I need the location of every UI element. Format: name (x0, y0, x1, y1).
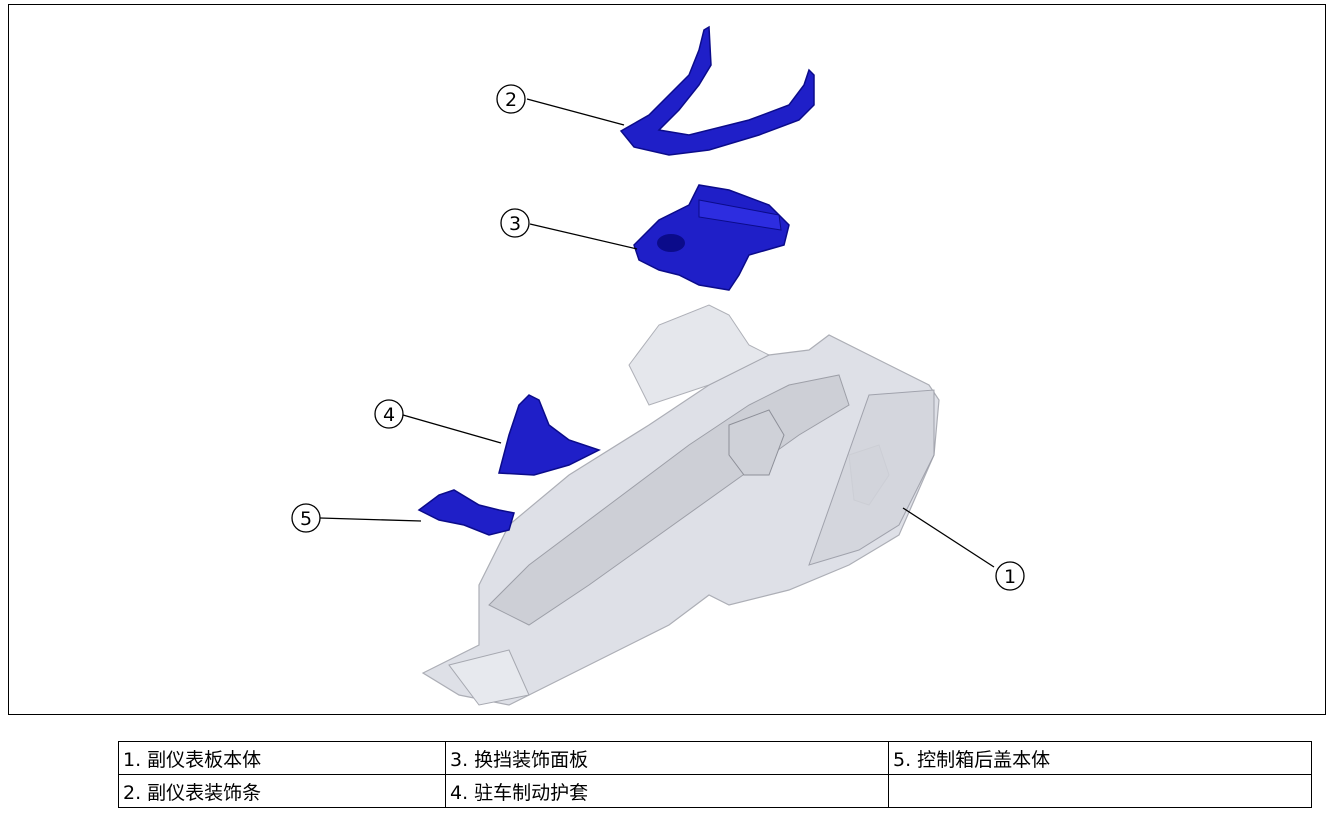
table-row: 2. 副仪表装饰条 4. 驻车制动护套 (118, 774, 1312, 808)
part-1-console-body (421, 304, 940, 706)
callout-5-label: 5 (300, 508, 312, 530)
legend-cell-1: 1. 副仪表板本体 (118, 741, 446, 775)
callout-4-label: 4 (383, 404, 395, 426)
part-2-trim-strip (619, 25, 815, 156)
leader-line-3 (529, 223, 638, 250)
legend-cell-4: 4. 驻车制动护套 (445, 774, 889, 808)
part-5-rear-cover (417, 489, 515, 536)
leader-lines (319, 98, 995, 568)
exploded-parts-diagram: 2 3 4 5 1 (8, 4, 1326, 715)
callout-1: 1 (995, 561, 1025, 591)
legend-cell-3: 3. 换挡装饰面板 (445, 741, 889, 775)
diagram-canvas: 2 3 4 5 1 (291, 25, 1025, 706)
legend-cell-5: 5. 控制箱后盖本体 (888, 741, 1312, 775)
leader-line-1 (902, 507, 995, 568)
callout-4: 4 (374, 399, 404, 429)
callout-2-label: 2 (505, 89, 517, 111)
callout-2: 2 (496, 84, 526, 114)
parts-legend-table: 1. 副仪表板本体 3. 换挡装饰面板 5. 控制箱后盖本体 2. 副仪表装饰条… (118, 741, 1312, 808)
leader-line-5 (319, 517, 422, 522)
legend-cell-2: 2. 副仪表装饰条 (118, 774, 446, 808)
callout-3: 3 (500, 208, 530, 238)
part-4-parking-brake-boot (498, 394, 601, 476)
leader-line-4 (402, 414, 502, 444)
callout-5: 5 (291, 503, 321, 533)
legend-cell-empty (888, 774, 1312, 808)
callout-1-label: 1 (1004, 566, 1016, 588)
part-3-shift-trim-panel (633, 184, 790, 291)
callout-3-label: 3 (509, 213, 521, 235)
leader-line-2 (526, 98, 625, 126)
table-row: 1. 副仪表板本体 3. 换挡装饰面板 5. 控制箱后盖本体 (118, 741, 1312, 775)
